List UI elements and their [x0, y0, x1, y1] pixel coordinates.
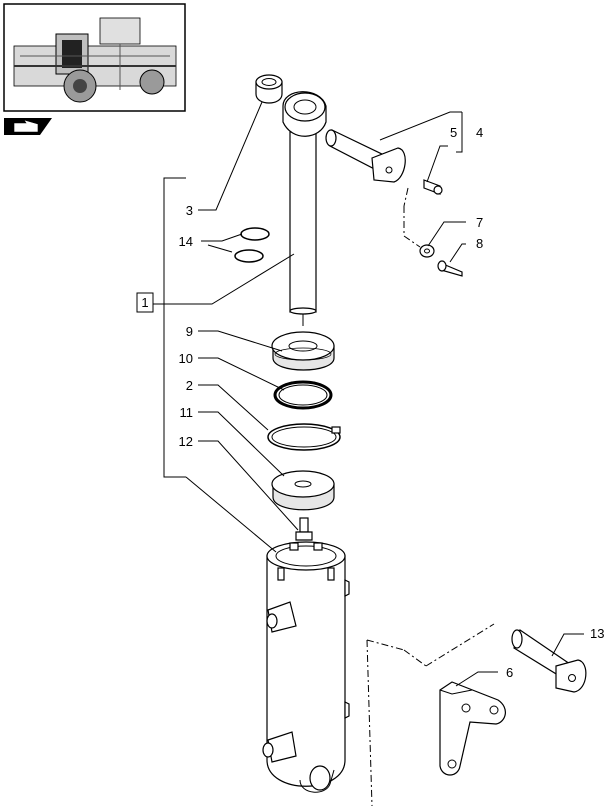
pin-upper: [325, 129, 406, 183]
callout-labels: 1 2 3 4 5 6 7 8 9 10 11 12 13 14: [136, 125, 604, 680]
snap-ring: [267, 423, 341, 451]
pin-lower: [511, 629, 587, 693]
grease-fitting: [423, 179, 443, 195]
leader-lines: [153, 101, 584, 687]
callout-12: 12: [179, 434, 193, 449]
piston-bolt: [295, 517, 313, 541]
callout-4: 4: [476, 125, 483, 140]
washer: [419, 244, 435, 258]
callout-9: 9: [186, 324, 193, 339]
callout-10: 10: [179, 351, 193, 366]
group-bracket: [163, 177, 186, 478]
callout-3: 3: [186, 203, 193, 218]
cylinder-barrel: [262, 541, 350, 793]
bushing: [255, 74, 283, 104]
callout-1: 1: [141, 295, 148, 310]
circlips: [234, 227, 270, 263]
callout-7: 7: [476, 215, 483, 230]
callout-11: 11: [180, 405, 194, 420]
piston: [271, 470, 335, 511]
seal: [271, 331, 335, 371]
tractor-locator-thumbnail: [3, 3, 186, 112]
callout-6: 6: [506, 665, 513, 680]
callout-13: 13: [590, 626, 604, 641]
o-ring: [273, 380, 333, 410]
callout-2: 2: [186, 378, 193, 393]
callout-14: 14: [179, 234, 193, 249]
hand-pointer-icon[interactable]: [4, 118, 52, 135]
callout-5: 5: [450, 125, 457, 140]
mounting-bracket: [439, 681, 506, 776]
assembly-lines: [366, 187, 495, 807]
piston-rod: [282, 91, 327, 326]
bolt: [437, 260, 463, 277]
callout-1-box: [136, 292, 154, 313]
callout-8: 8: [476, 236, 483, 251]
